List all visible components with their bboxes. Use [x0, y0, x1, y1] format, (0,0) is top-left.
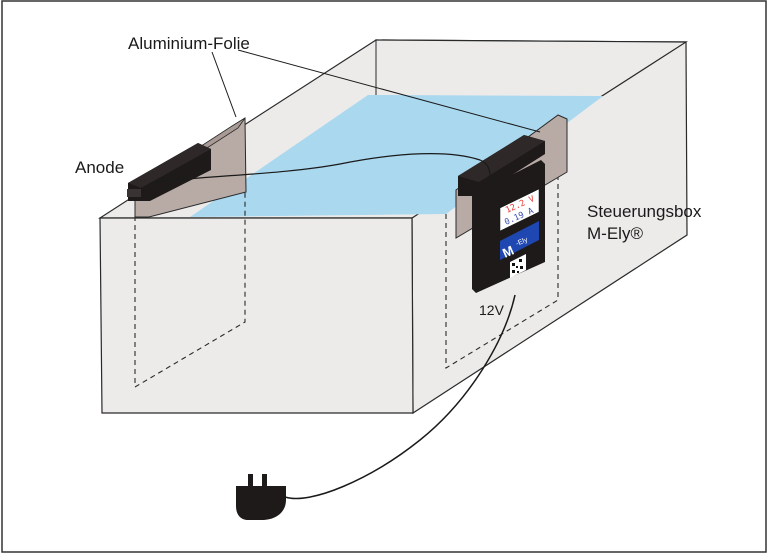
power-cable	[284, 294, 516, 500]
foil-leader-left	[211, 51, 237, 118]
tank-front-wall	[99, 217, 414, 414]
m-ely-logo-badge	[500, 221, 539, 260]
label-12v: 12V	[479, 302, 505, 318]
qr-code-icon	[510, 254, 526, 278]
submerged-anode-outline	[134, 155, 246, 388]
anode-clip-top	[128, 143, 211, 188]
cathode-clip-top	[458, 135, 545, 182]
label-control-box-line2: M-Ely®	[587, 224, 643, 243]
label-aluminium-foil: Aluminium-Folie	[128, 34, 250, 53]
label-control-box-line1: Steuerungsbox	[587, 202, 702, 221]
water-surface	[190, 95, 603, 217]
anode-wire	[149, 153, 491, 191]
label-anode: Anode	[75, 158, 124, 177]
power-plug-icon	[236, 474, 286, 520]
anode-clip-tip	[127, 189, 141, 197]
control-box-display	[499, 188, 540, 232]
foil-leader-right	[237, 49, 541, 133]
logo-ely: -Ely	[515, 236, 529, 248]
